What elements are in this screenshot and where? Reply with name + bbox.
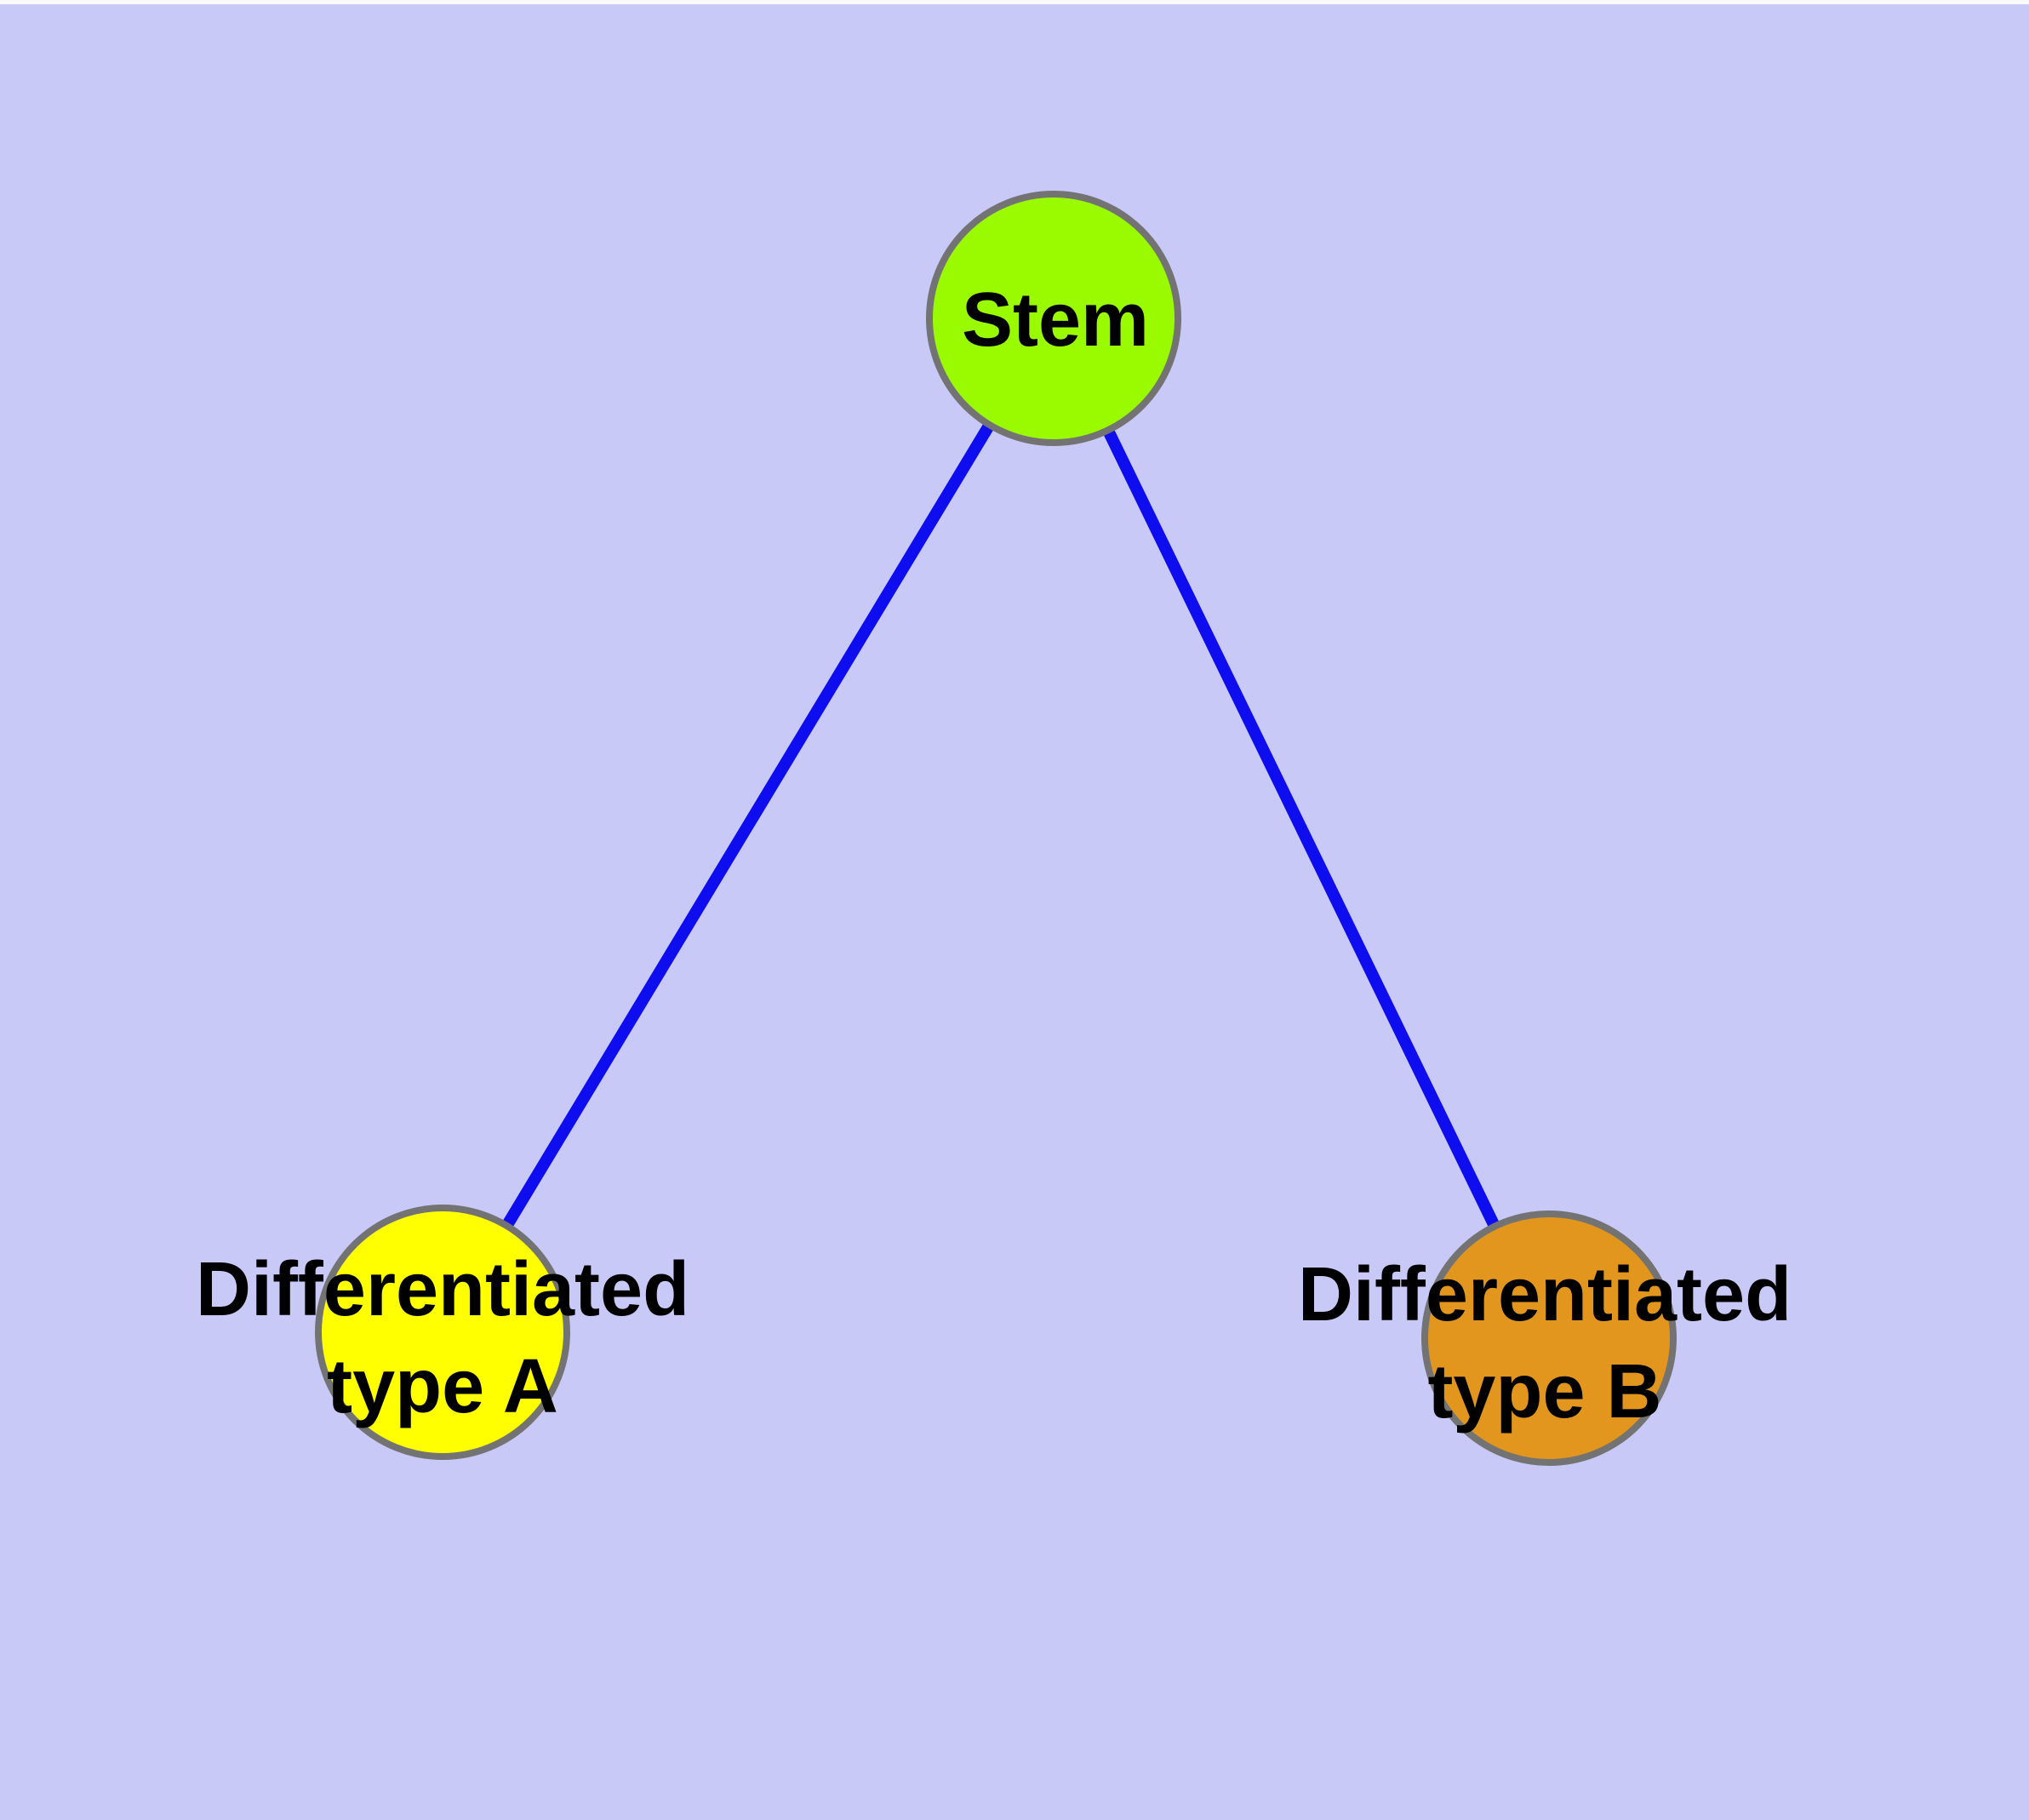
node-type-b-label: Differentiated type B: [1297, 1252, 1792, 1434]
node-type-b-circle: [1421, 1210, 1677, 1466]
top-edge-strip: [0, 0, 2029, 4]
edge-stem-to-type-b: [1048, 315, 1555, 1342]
node-stem-label: Stem: [961, 278, 1150, 363]
node-type-a-circle: [315, 1205, 570, 1460]
node-type-a-label: Differentiated type A: [195, 1247, 690, 1429]
edge-stem-to-type-a: [437, 315, 1059, 1336]
node-stem-circle: [926, 191, 1181, 446]
